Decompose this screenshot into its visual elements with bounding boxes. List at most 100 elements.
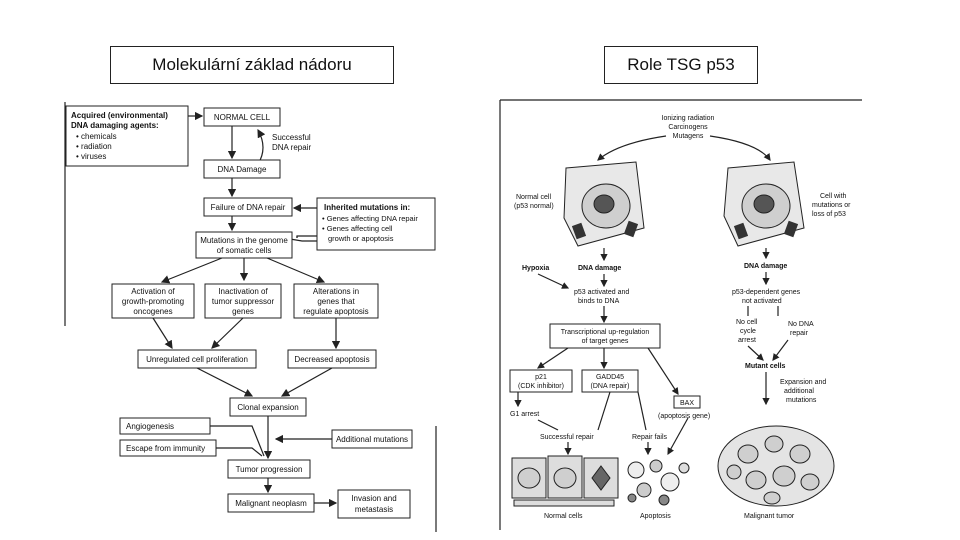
decreased-label: Decreased apoptosis	[294, 355, 369, 364]
successful-repair-label: Successful repair	[540, 434, 594, 441]
successful-repair-2: DNA repair	[272, 143, 311, 152]
invasion-2: metastasis	[355, 505, 393, 514]
normal-cell-1: Normal cell	[516, 194, 551, 201]
line-gadd45-merge	[597, 391, 611, 431]
line-inherited-branch	[296, 235, 317, 238]
failure-repair-label: Failure of DNA repair	[211, 203, 286, 212]
inactivation-box	[204, 283, 282, 319]
unregulated-label: Unregulated cell proliferation	[146, 355, 248, 364]
successful-repair-1: Successful	[272, 133, 311, 142]
p53-dependent-1: p53-dependent genes	[732, 289, 801, 296]
arrow-to-alterations	[266, 257, 326, 284]
arrow-no-repair	[772, 339, 789, 361]
acquired-item-radiation: • radiation	[76, 142, 112, 151]
inherited-mutations-box	[316, 197, 436, 251]
acquired-item-chemicals: • chemicals	[76, 132, 117, 141]
arrow-to-bax	[647, 347, 679, 396]
bax-label: BAX	[680, 400, 694, 407]
line-g1-merge	[537, 419, 559, 431]
activation-2: growth-promoting	[122, 297, 184, 306]
apoptosis-label: Apoptosis	[640, 513, 671, 520]
mutant-cell-illustration	[723, 161, 805, 247]
no-cell-cycle-2: cycle	[740, 328, 756, 335]
alterations-3: regulate apoptosis	[303, 307, 368, 316]
dna-damage-box	[203, 159, 281, 179]
normal-cells-label: Normal cells	[544, 513, 583, 520]
activation-3: oncogenes	[133, 307, 172, 316]
activation-box	[111, 283, 195, 319]
left-title: Molekulární základ nádoru	[152, 55, 352, 74]
left-title-box: Molekulární základ nádoru	[110, 46, 394, 84]
bax-box	[673, 395, 701, 409]
expansion-3: mutations	[786, 397, 817, 404]
malignant-tumor-illustration	[717, 425, 835, 507]
mutations-genome-2: of somatic cells	[217, 246, 272, 255]
angiogenesis-label: Angiogenesis	[126, 422, 174, 431]
inherited-title: Inherited mutations in:	[324, 203, 410, 212]
arrow-to-p21	[537, 347, 569, 369]
normal-cells-illustration	[511, 455, 619, 507]
no-cell-cycle-1: No cell	[736, 319, 758, 326]
p53-activated-1: p53 activated and	[574, 289, 629, 296]
expansion-2: additional	[784, 388, 814, 395]
alterations-1: Alterations in	[313, 287, 359, 296]
invasion-1: Invasion and	[351, 494, 396, 503]
gadd45-1: GADD45	[596, 374, 624, 381]
hypoxia-label: Hypoxia	[522, 265, 549, 272]
tumor-progression-label: Tumor progression	[236, 465, 303, 474]
p21-box	[509, 369, 573, 393]
activation-1: Activation of	[131, 287, 175, 296]
arrow-inactivation-down	[211, 317, 244, 349]
p21-1: p21	[535, 374, 547, 381]
transcriptional-2: of target genes	[582, 338, 629, 345]
transcriptional-box	[549, 323, 661, 349]
inherited-item-1: • Genes affecting DNA repair	[322, 214, 418, 223]
additional-mutations-label: Additional mutations	[336, 435, 408, 444]
malignant-neoplasm-label: Malignant neoplasm	[235, 499, 307, 508]
mutant-cells-label: Mutant cells	[745, 363, 786, 370]
dna-damage-left: DNA damage	[578, 265, 621, 272]
line-escape-merge	[216, 447, 263, 457]
arrow-bax-to-apoptosis	[667, 417, 689, 456]
arrow-to-activation	[160, 257, 223, 284]
inactivation-1: Inactivation of	[218, 287, 268, 296]
mutant-cell-2: mutations or	[812, 202, 851, 209]
mutant-cell-1: Cell with	[820, 193, 847, 200]
p53-activated-2: binds to DNA	[578, 298, 620, 305]
inherited-item-3: growth or apoptosis	[328, 234, 394, 243]
failure-repair-box	[203, 197, 293, 217]
acquired-title-2: DNA damaging agents:	[71, 121, 159, 130]
no-dna-repair-2: repair	[790, 330, 809, 337]
normal-cell-2: (p53 normal)	[514, 203, 554, 210]
arrow-no-arrest	[747, 345, 764, 361]
p53-role-svg: Ionizing radiation Carcinogens Mutagens …	[499, 99, 862, 530]
mutations-genome-1: Mutations in the genome	[200, 236, 288, 245]
normal-cell-box	[203, 107, 281, 127]
arrow-hypoxia	[537, 273, 570, 289]
escape-immunity-label: Escape from immunity	[126, 444, 205, 453]
g1-arrest-label: G1 arrest	[510, 411, 539, 418]
repair-fails-label: Repair fails	[632, 434, 668, 441]
acquired-agents-box	[65, 105, 189, 167]
line-angiogenesis-merge	[210, 425, 265, 457]
normal-cell-illustration	[563, 161, 645, 247]
transcriptional-1: Transcriptional up-regulation	[561, 329, 650, 336]
acquired-item-viruses: • viruses	[76, 152, 106, 161]
dna-damage-label: DNA Damage	[218, 165, 267, 174]
p53-dependent-2: not activated	[742, 298, 782, 305]
arrow-agents-to-normal	[597, 135, 667, 161]
arrow-decreased-to-clonal	[280, 367, 333, 397]
invasion-box	[337, 489, 411, 519]
arrow-agents-to-mutant	[709, 135, 771, 161]
arrow-activation-down	[152, 317, 173, 350]
normal-cell-label: NORMAL CELL	[214, 113, 271, 122]
inactivation-2: tumor suppressor	[212, 297, 275, 306]
right-title-box: Role TSG p53	[604, 46, 758, 84]
agent-mutagens: Mutagens	[673, 133, 704, 140]
molecular-basis-diagram: Acquired (environmental) DNA damaging ag…	[62, 96, 440, 532]
p21-2: (CDK inhibitor)	[518, 383, 564, 390]
agent-radiation: Ionizing radiation	[662, 115, 715, 122]
malignant-tumor-label: Malignant tumor	[744, 513, 795, 520]
right-title: Role TSG p53	[627, 55, 735, 74]
molecular-basis-svg: Acquired (environmental) DNA damaging ag…	[64, 102, 437, 532]
